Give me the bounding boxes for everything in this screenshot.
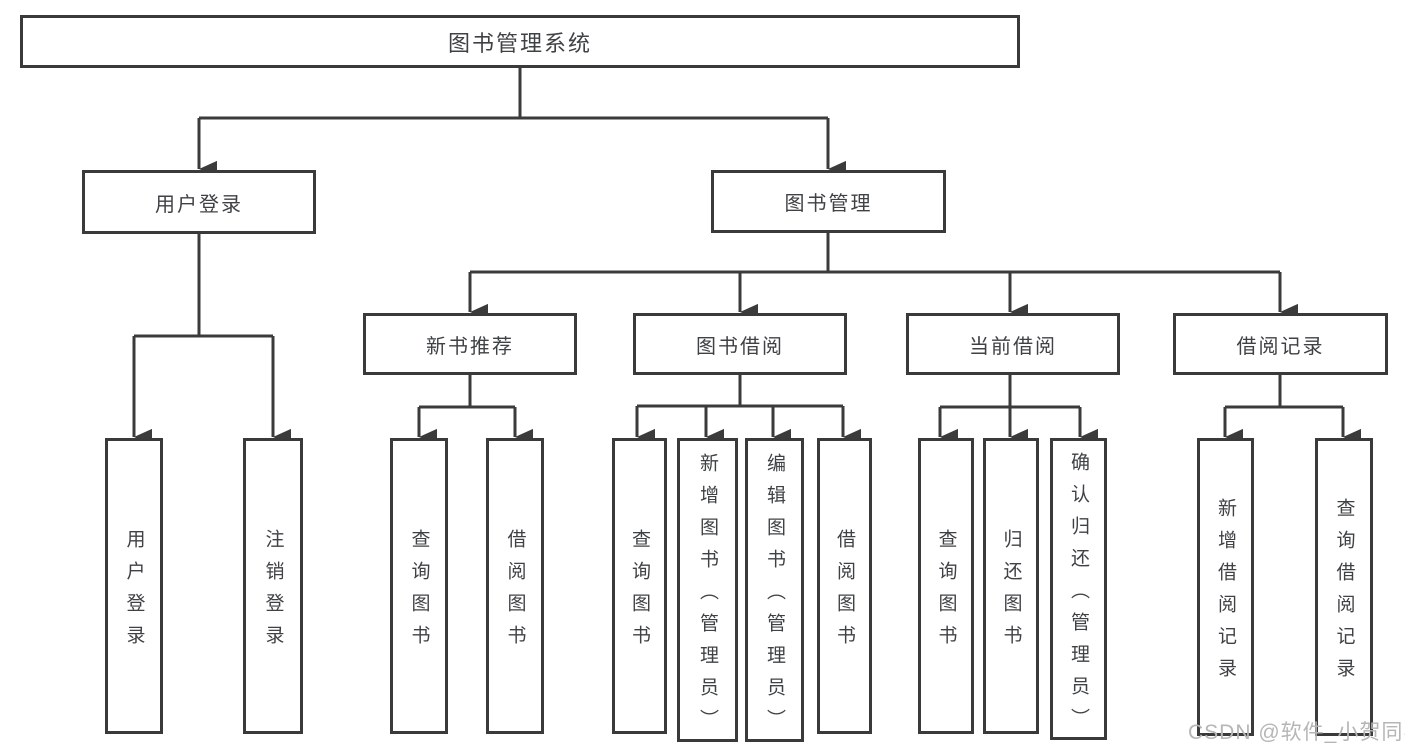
node-current-borrowing-label: 当前借阅	[969, 335, 1057, 358]
node-book-borrowing: 图书借阅	[633, 313, 847, 375]
leaf-query-books-borrowing: 查询图书	[612, 438, 667, 734]
csdn-watermark: CSDN @软件_小贺同学	[1188, 721, 1405, 744]
node-new-book-recommend: 新书推荐	[363, 313, 577, 375]
leaf-query-books-recommend-label: 查询图书	[408, 529, 430, 657]
leaf-edit-books-admin-label: 编辑图书（管理员）	[764, 453, 785, 741]
node-user-login-label: 用户登录	[155, 193, 243, 216]
leaf-add-borrow-record: 新增借阅记录	[1197, 438, 1254, 736]
leaf-query-borrow-record-label: 查询借阅记录	[1333, 498, 1355, 690]
leaf-borrow-books-recommend-label: 借阅图书	[504, 529, 526, 657]
leaf-borrow-books-label: 借阅图书	[834, 529, 855, 657]
node-borrowing-records: 借阅记录	[1173, 313, 1388, 375]
leaf-confirm-return-admin: 确认归还（管理员）	[1050, 438, 1107, 740]
leaf-query-borrow-record: 查询借阅记录	[1315, 438, 1373, 736]
leaf-return-books-label: 归还图书	[1000, 529, 1022, 657]
leaf-query-books-borrowing-label: 查询图书	[629, 529, 650, 657]
leaf-query-books-current-label: 查询图书	[935, 529, 957, 657]
leaf-user-login-label: 用户登录	[123, 529, 145, 657]
node-borrowing-records-label: 借阅记录	[1236, 335, 1325, 358]
leaf-confirm-return-admin-label: 确认归还（管理员）	[1068, 452, 1089, 740]
node-book-borrowing-label: 图书借阅	[696, 335, 784, 358]
node-user-login: 用户登录	[82, 170, 316, 234]
node-library-system: 图书管理系统	[20, 15, 1020, 68]
node-book-management-label: 图书管理	[784, 193, 873, 215]
node-new-book-recommend-label: 新书推荐	[426, 335, 514, 358]
leaf-borrow-books: 借阅图书	[817, 438, 872, 734]
leaf-logout-label: 注销登录	[262, 529, 284, 657]
leaf-return-books: 归还图书	[983, 438, 1039, 734]
leaf-query-books-recommend: 查询图书	[390, 438, 448, 734]
leaf-add-books-admin: 新增图书（管理员）	[677, 438, 738, 742]
node-book-management: 图书管理	[711, 170, 946, 233]
leaf-borrow-books-recommend: 借阅图书	[486, 438, 544, 734]
node-current-borrowing: 当前借阅	[906, 313, 1120, 375]
leaf-edit-books-admin: 编辑图书（管理员）	[745, 438, 804, 742]
leaf-add-books-admin-label: 新增图书（管理员）	[697, 453, 718, 741]
leaf-user-login: 用户登录	[105, 438, 163, 734]
leaf-query-books-current: 查询图书	[918, 438, 974, 734]
node-library-system-label: 图书管理系统	[447, 30, 592, 56]
leaf-add-borrow-record-label: 新增借阅记录	[1215, 498, 1236, 690]
leaf-logout: 注销登录	[243, 438, 303, 734]
